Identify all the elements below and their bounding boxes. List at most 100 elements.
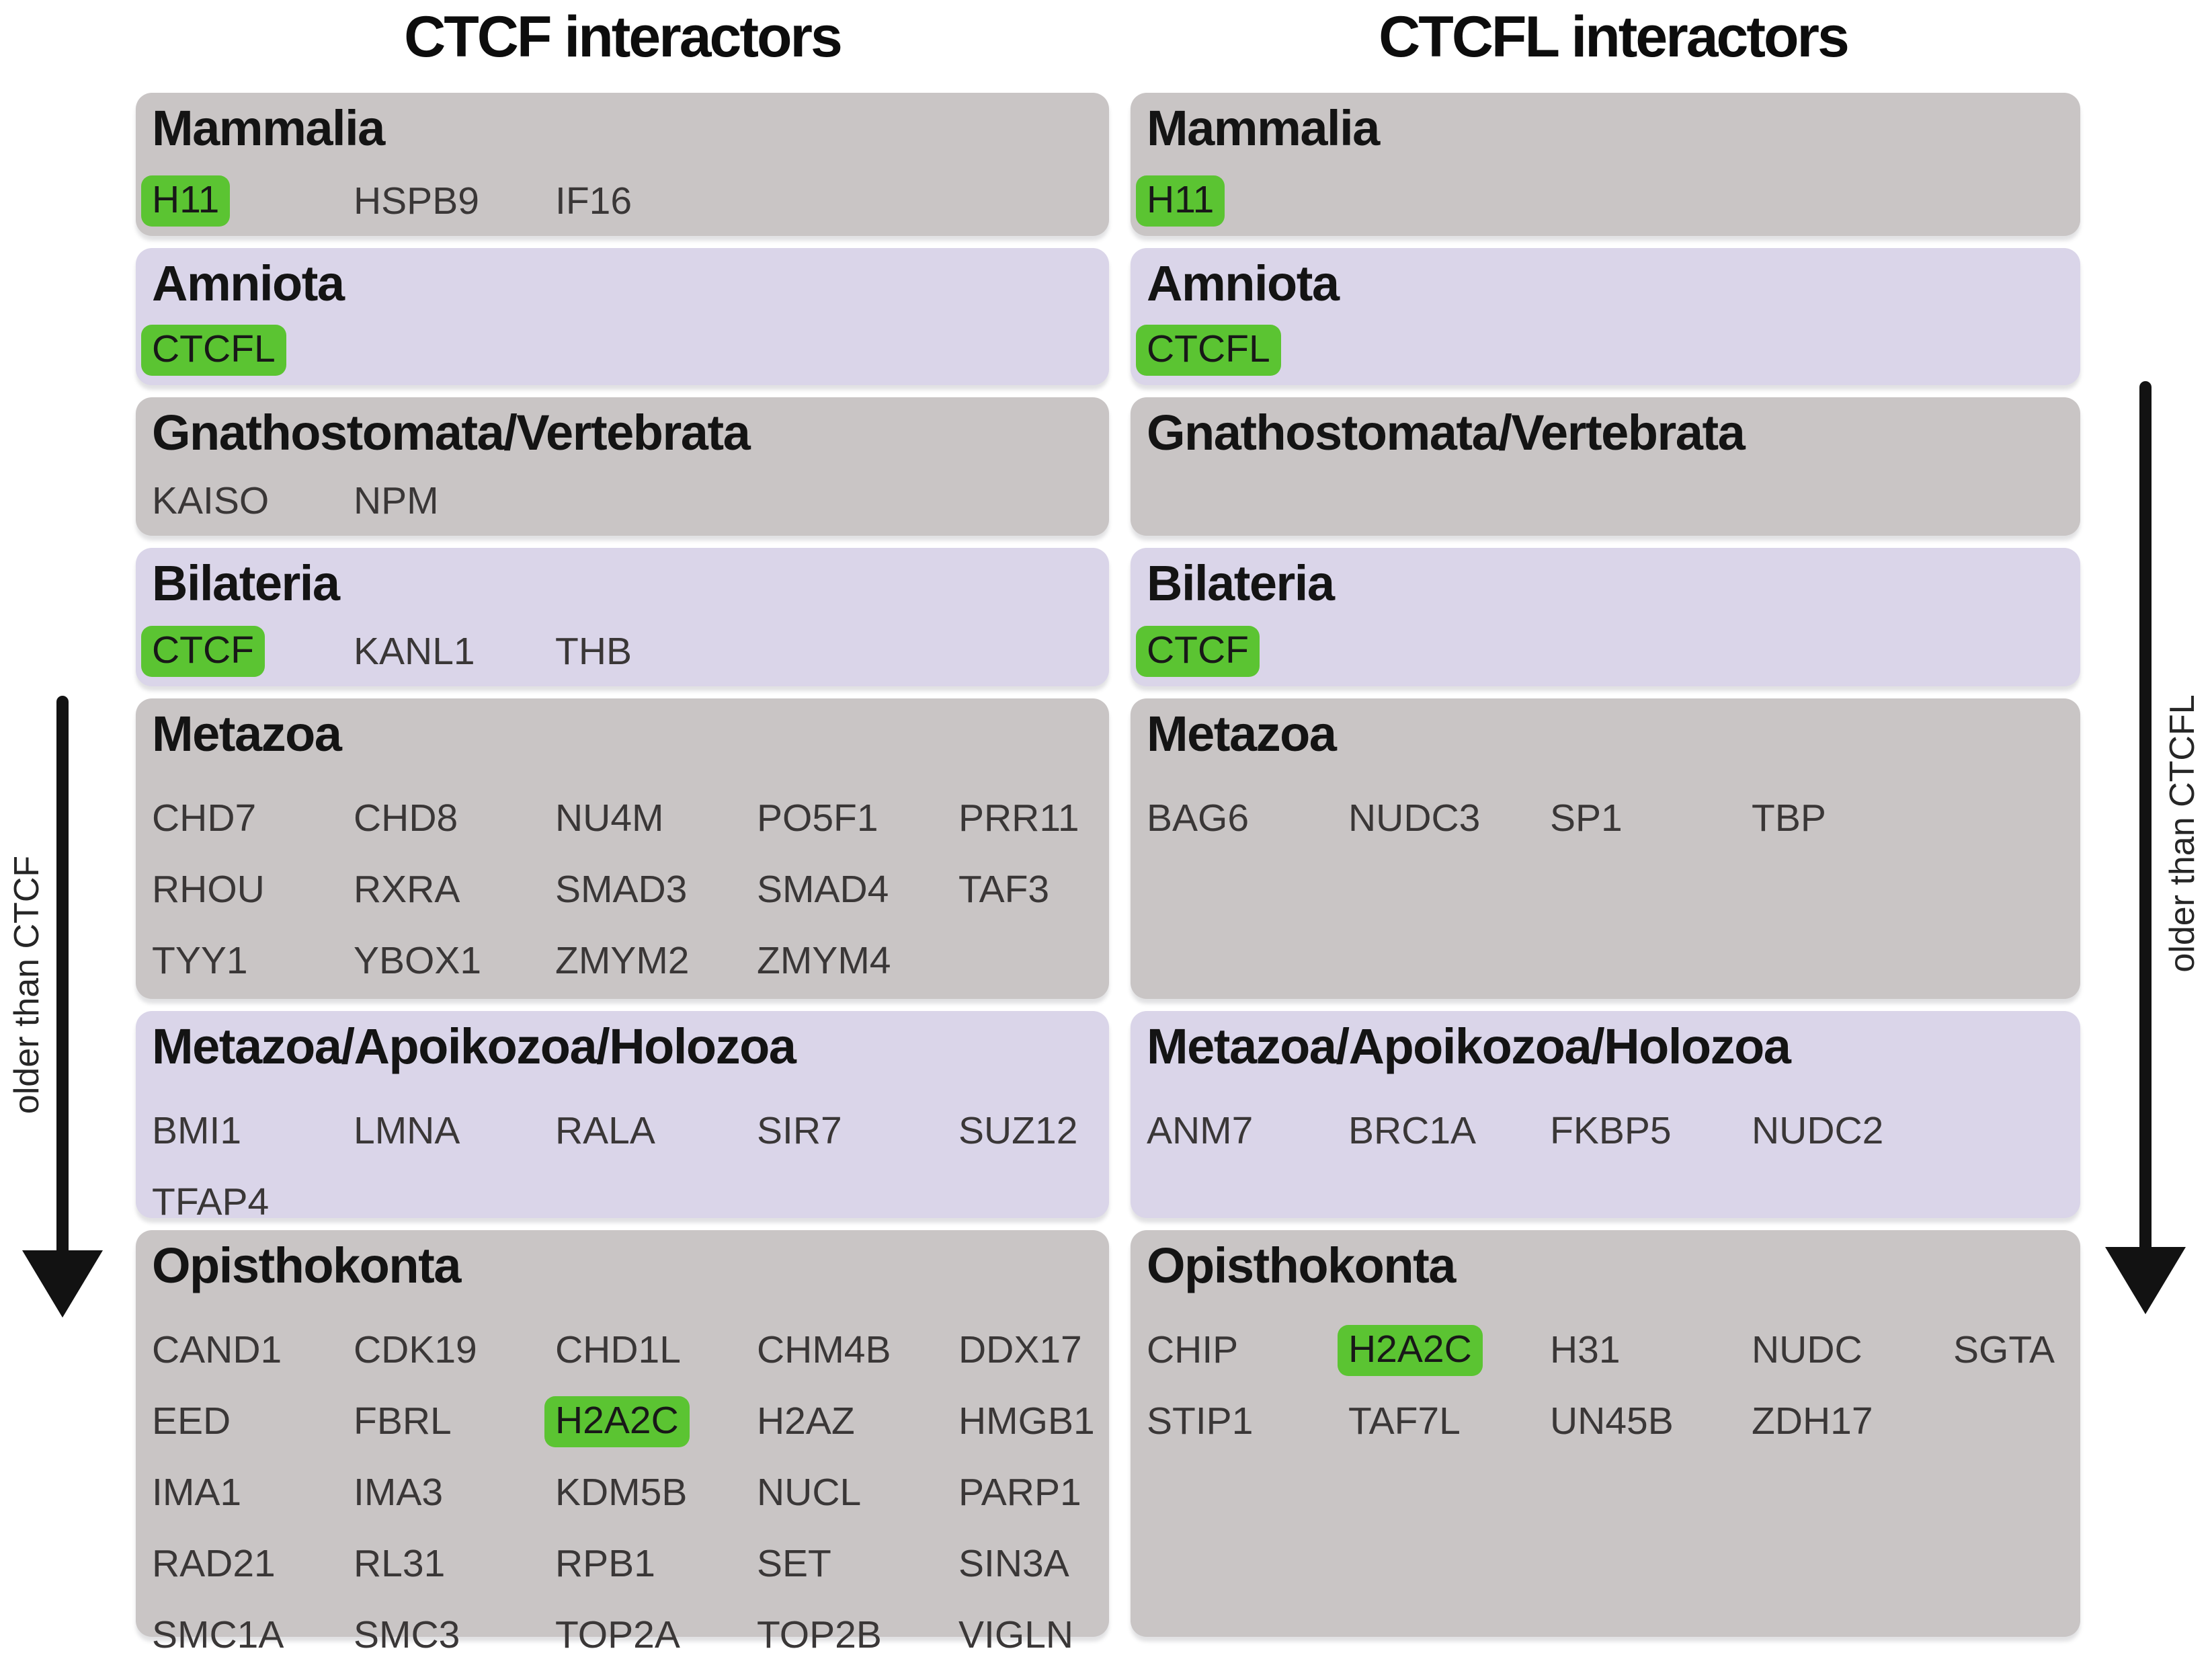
clade-heading: Metazoa/Apoikozoa/Holozoa (152, 1018, 796, 1074)
gene-label: KANL1 (354, 629, 475, 673)
gene-label: HSPB9 (354, 179, 479, 223)
gene-label: RALA (555, 1109, 655, 1153)
gene-label: ANM7 (1147, 1109, 1254, 1153)
clade-box-gnathostomata-vertebrata: Gnathostomata/Vertebrata (1131, 397, 2080, 536)
gene-label: CHD7 (152, 797, 257, 840)
gene-label: YBOX1 (354, 939, 482, 983)
gene-label: NUDC3 (1348, 797, 1481, 840)
gene-label: NUCL (757, 1471, 862, 1515)
arrow-label-older-than-ctcf: older than CTCF (7, 855, 46, 1115)
clade-box-bilateria: Bilateria CTCF (1131, 548, 2080, 686)
gene-label: ZMYM2 (555, 939, 690, 983)
down-arrow-shaft-left (56, 696, 69, 1254)
clade-heading: Metazoa (152, 706, 342, 762)
gene-label: H2A2C (1338, 1324, 1483, 1376)
clade-box-metazoa-apoikozoa-holozoa: Metazoa/Apoikozoa/Holozoa ANM7 BRC1A FKBP5… (1131, 1011, 2080, 1218)
gene-label: H11 (1136, 175, 1225, 227)
gene-label: THB (555, 629, 632, 673)
gene-label: NUDC (1752, 1328, 1862, 1372)
gene-label: RHOU (152, 868, 265, 912)
gene-label: ZMYM4 (757, 939, 891, 983)
gene-label: SUZ12 (958, 1109, 1078, 1153)
arrow-label-older-than-ctcfl: older than CTCFL (2163, 694, 2202, 973)
clade-heading: Opisthokonta (152, 1238, 461, 1293)
gene-label: PARP1 (958, 1471, 1081, 1515)
gene-label: CDK19 (354, 1328, 477, 1372)
gene-label: CTCFL (1136, 325, 1281, 376)
clade-heading: Mammalia (1147, 100, 1380, 156)
gene-label: BRC1A (1348, 1109, 1477, 1153)
gene-label: KAISO (152, 479, 270, 522)
clade-heading: Gnathostomata/Vertebrata (1147, 405, 1746, 460)
clade-heading: Bilateria (1147, 555, 1335, 611)
gene-label: FBRL (354, 1400, 452, 1443)
gene-label: LMNA (354, 1109, 460, 1153)
gene-label: SMAD4 (757, 868, 889, 912)
column-title-ctcf: CTCF interactors (404, 5, 843, 69)
clade-heading: Metazoa/Apoikozoa/Holozoa (1147, 1018, 1791, 1074)
gene-label: SGTA (1953, 1328, 2055, 1372)
gene-label: RAD21 (152, 1542, 276, 1586)
clade-heading: Metazoa (1147, 706, 1337, 762)
clade-heading: Mammalia (152, 100, 385, 156)
clade-box-metazoa-apoikozoa-holozoa: Metazoa/Apoikozoa/Holozoa BMI1 LMNA RALA SI… (136, 1011, 1109, 1223)
gene-label: SMC3 (354, 1613, 460, 1655)
gene-label: H31 (1550, 1328, 1621, 1372)
clade-heading: Amniota (152, 255, 345, 311)
gene-list: CTCFL (136, 321, 1109, 380)
gene-label: TOP2B (757, 1613, 882, 1655)
clade-heading: Bilateria (152, 555, 340, 611)
gene-label: PO5F1 (757, 797, 878, 840)
gene-label: UN45B (1550, 1400, 1674, 1443)
gene-label: DDX17 (958, 1328, 1082, 1372)
gene-label: SMC1A (152, 1613, 284, 1655)
gene-label: SET (757, 1542, 831, 1586)
gene-label: TYY1 (152, 939, 248, 983)
gene-label: CHD8 (354, 797, 458, 840)
gene-label: BAG6 (1147, 797, 1250, 840)
gene-label: RXRA (354, 868, 460, 912)
gene-label: STIP1 (1147, 1400, 1254, 1443)
gene-label: KDM5B (555, 1471, 688, 1515)
gene-label: HMGB1 (958, 1400, 1095, 1443)
clade-heading: Amniota (1147, 255, 1340, 311)
gene-label: SIR7 (757, 1109, 842, 1153)
gene-label: RL31 (354, 1542, 446, 1586)
clade-heading: Opisthokonta (1147, 1238, 1456, 1293)
gene-label: SP1 (1550, 797, 1623, 840)
gene-label: IF16 (555, 179, 632, 223)
gene-label: H11 (141, 175, 231, 227)
gene-label: FKBP5 (1550, 1109, 1672, 1153)
gene-label: NU4M (555, 797, 664, 840)
gene-label: NPM (354, 479, 439, 522)
clade-box-mammalia: Mammalia H11 (1131, 93, 2080, 236)
column-ctcfl-interactors: Mammalia H11 Amniota CTCFL Gnathostomata… (1131, 93, 2080, 1637)
gene-label: TAF3 (958, 868, 1050, 912)
gene-label: H2A2C (544, 1396, 690, 1447)
gene-label: CAND1 (152, 1328, 282, 1372)
gene-label: PRR11 (958, 797, 1079, 840)
gene-label: TAF7L (1348, 1400, 1461, 1443)
gene-label: CHD1L (555, 1328, 681, 1372)
clade-box-mammalia: Mammalia H11 HSPB9 IF16 (136, 93, 1109, 236)
gene-label: CHM4B (757, 1328, 891, 1372)
gene-label: TOP2A (555, 1613, 680, 1655)
gene-label: IMA1 (152, 1471, 242, 1515)
gene-label: BMI1 (152, 1109, 242, 1153)
down-arrow-head-right (2105, 1247, 2186, 1314)
gene-label: IMA3 (354, 1471, 444, 1515)
gene-list: CTCF (1131, 622, 2080, 681)
gene-label: CHIP (1147, 1328, 1239, 1372)
